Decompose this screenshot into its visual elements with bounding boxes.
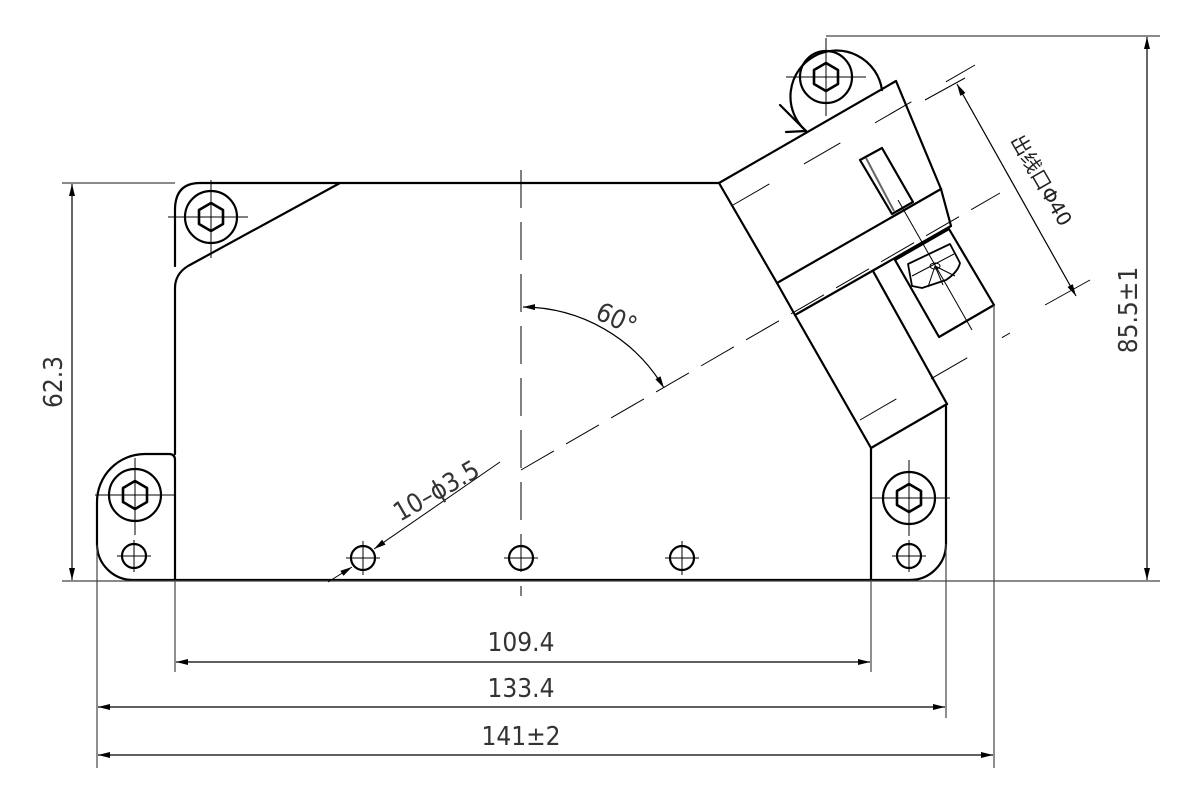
dimension-labels: 62.3 85.5±1 109.4 133.4 141±2 60° 10–ϕ3.… xyxy=(39,131,1144,753)
dim-width-overall: 141±2 xyxy=(481,722,560,752)
screw-bottom-left xyxy=(95,458,176,535)
dim-holes: 10–ϕ3.5 xyxy=(389,455,485,528)
dimension-lines xyxy=(62,35,1160,768)
dim-height-right: 85.5±1 xyxy=(1114,267,1144,354)
dim-width-inner: 109.4 xyxy=(488,628,555,658)
screw-bottom-right xyxy=(870,460,950,536)
dim-height-left: 62.3 xyxy=(39,356,69,408)
dim-width-mid: 133.4 xyxy=(488,674,555,704)
screw-top-left xyxy=(168,180,248,258)
bracket-outline xyxy=(95,49,996,582)
hole xyxy=(892,540,926,572)
hole xyxy=(665,541,699,575)
hole xyxy=(346,541,380,575)
hole xyxy=(117,540,151,572)
slot-feature xyxy=(858,146,915,216)
dim-angle: 60° xyxy=(591,297,641,342)
dim-outlet: 出线口Φ40 xyxy=(1006,131,1077,231)
mounting-holes xyxy=(95,38,950,575)
terminal-detail xyxy=(907,243,961,289)
screw-top-tab xyxy=(786,38,866,116)
center-lines xyxy=(520,64,1011,596)
hole xyxy=(504,544,538,572)
